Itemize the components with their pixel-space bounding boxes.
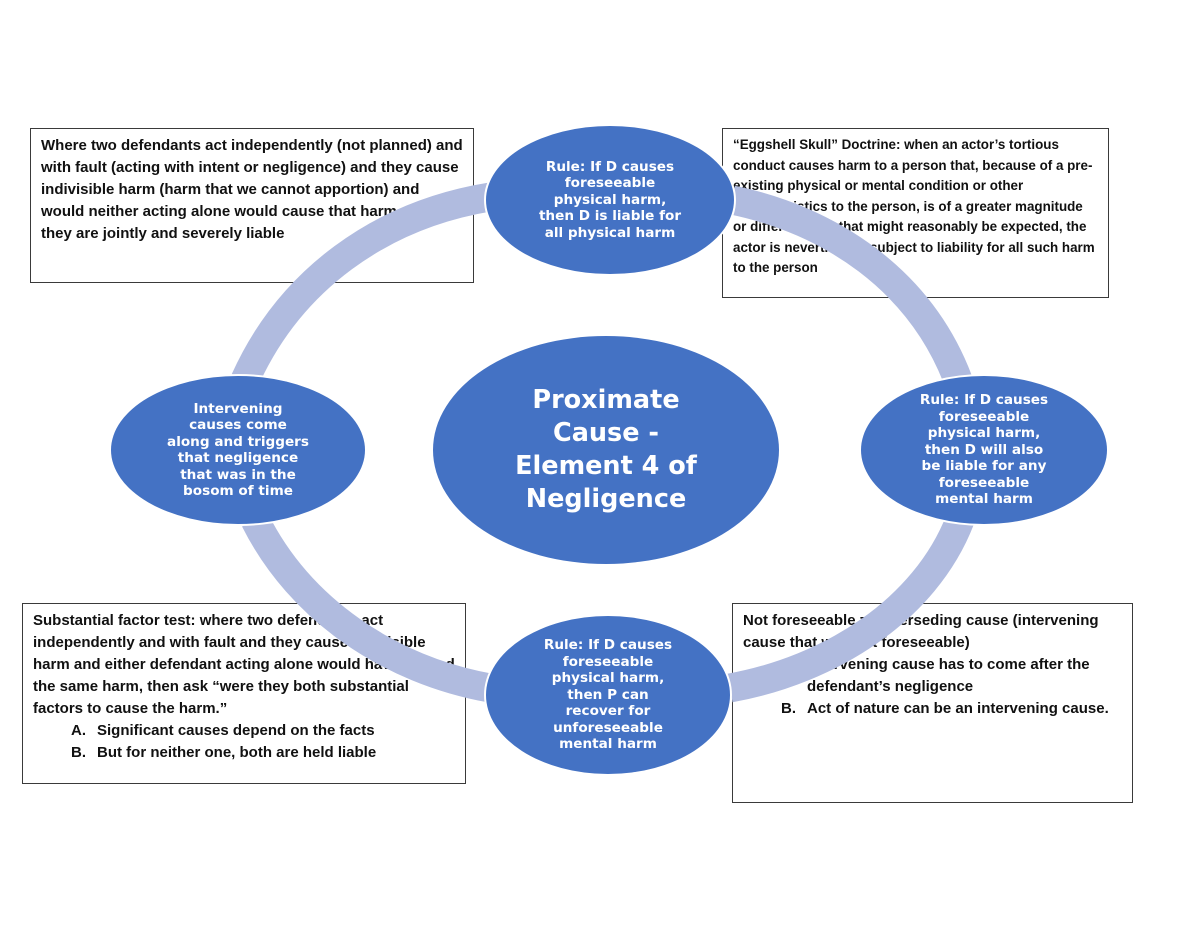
list-marker: A. bbox=[781, 656, 796, 673]
node-line: be liable for any bbox=[921, 458, 1047, 475]
center-node-proximate-cause: Proximate Cause - Element 4 of Negligenc… bbox=[431, 334, 781, 566]
list-item: B. But for neither one, both are held li… bbox=[33, 742, 455, 764]
node-label: Rule: If D causes foreseeable physical h… bbox=[920, 392, 1048, 508]
node-label: Rule: If D causes foreseeable physical h… bbox=[544, 637, 672, 753]
node-intervening-causes: Intervening causes come along and trigge… bbox=[109, 374, 367, 526]
substantial-factor-text: Substantial factor test: where two defen… bbox=[33, 612, 455, 717]
node-line: bosom of time bbox=[183, 483, 293, 499]
node-line: that was in the bbox=[180, 466, 296, 483]
center-node-line: Element 4 of bbox=[515, 451, 697, 481]
node-line: Rule: If D causes bbox=[545, 158, 675, 175]
eggshell-skull-text: “Eggshell Skull” Doctrine: when an actor… bbox=[733, 137, 1095, 275]
node-line: mental harm bbox=[559, 736, 657, 753]
node-line: foreseeable bbox=[938, 408, 1030, 425]
node-foreseeable-mental-harm-rule: Rule: If D causes foreseeable physical h… bbox=[859, 374, 1109, 526]
superseding-cause-list: A. Intervening cause has to come after t… bbox=[743, 654, 1122, 720]
node-line: then D will also bbox=[924, 441, 1044, 458]
node-physical-harm-rule: Rule: If D causes foreseeable physical h… bbox=[484, 124, 736, 276]
superseding-cause-box: Not foreseeable = superseding cause (int… bbox=[732, 603, 1133, 803]
node-line: Rule: If D causes bbox=[919, 392, 1049, 409]
node-line: then P can bbox=[567, 686, 649, 703]
node-line: foreseeable bbox=[564, 175, 656, 192]
list-item-text: Significant causes depend on the facts bbox=[97, 722, 375, 739]
list-item-text: But for neither one, both are held liabl… bbox=[97, 744, 377, 761]
list-item: A. Intervening cause has to come after t… bbox=[743, 654, 1122, 698]
center-node-line: Proximate bbox=[532, 385, 680, 415]
node-line: Rule: If D causes bbox=[543, 637, 673, 654]
superseding-cause-text: Not foreseeable = superseding cause (int… bbox=[743, 612, 1099, 651]
eggshell-skull-box: “Eggshell Skull” Doctrine: when an actor… bbox=[722, 128, 1109, 298]
node-line: then D is liable for bbox=[538, 208, 682, 225]
list-marker: B. bbox=[781, 700, 796, 717]
list-item: B. Act of nature can be an intervening c… bbox=[743, 698, 1122, 720]
list-item-text: Intervening cause has to come after the … bbox=[807, 656, 1090, 695]
node-line: foreseeable bbox=[562, 653, 654, 670]
node-label: Intervening causes come along and trigge… bbox=[167, 401, 309, 500]
center-node-line: Negligence bbox=[525, 484, 687, 514]
node-line: causes come bbox=[189, 417, 287, 433]
node-line: foreseeable bbox=[938, 474, 1030, 491]
node-label: Rule: If D causes foreseeable physical h… bbox=[539, 159, 681, 242]
node-unforeseeable-mental-harm-rule: Rule: If D causes foreseeable physical h… bbox=[484, 614, 732, 776]
joint-several-liability-text: Where two defendants act independently (… bbox=[41, 137, 463, 242]
node-line: that negligence bbox=[177, 450, 299, 466]
node-line: mental harm bbox=[935, 491, 1033, 508]
node-line: physical harm, bbox=[927, 425, 1041, 442]
center-node-label: Proximate Cause - Element 4 of Negligenc… bbox=[515, 384, 697, 516]
joint-several-liability-box: Where two defendants act independently (… bbox=[30, 128, 474, 283]
node-line: all physical harm bbox=[544, 224, 676, 241]
node-line: unforeseeable bbox=[553, 719, 663, 736]
center-node-line: Cause - bbox=[552, 418, 659, 448]
node-line: Intervening bbox=[193, 400, 283, 417]
list-marker: A. bbox=[71, 722, 86, 739]
substantial-factor-list: A. Significant causes depend on the fact… bbox=[33, 720, 455, 764]
list-item-text: Act of nature can be an intervening caus… bbox=[807, 700, 1109, 717]
list-item: A. Significant causes depend on the fact… bbox=[33, 720, 455, 742]
node-line: along and triggers bbox=[167, 433, 309, 450]
node-line: recover for bbox=[565, 703, 651, 720]
node-line: physical harm, bbox=[553, 191, 667, 208]
substantial-factor-box: Substantial factor test: where two defen… bbox=[22, 603, 466, 784]
node-line: physical harm, bbox=[551, 670, 665, 687]
list-marker: B. bbox=[71, 744, 86, 761]
